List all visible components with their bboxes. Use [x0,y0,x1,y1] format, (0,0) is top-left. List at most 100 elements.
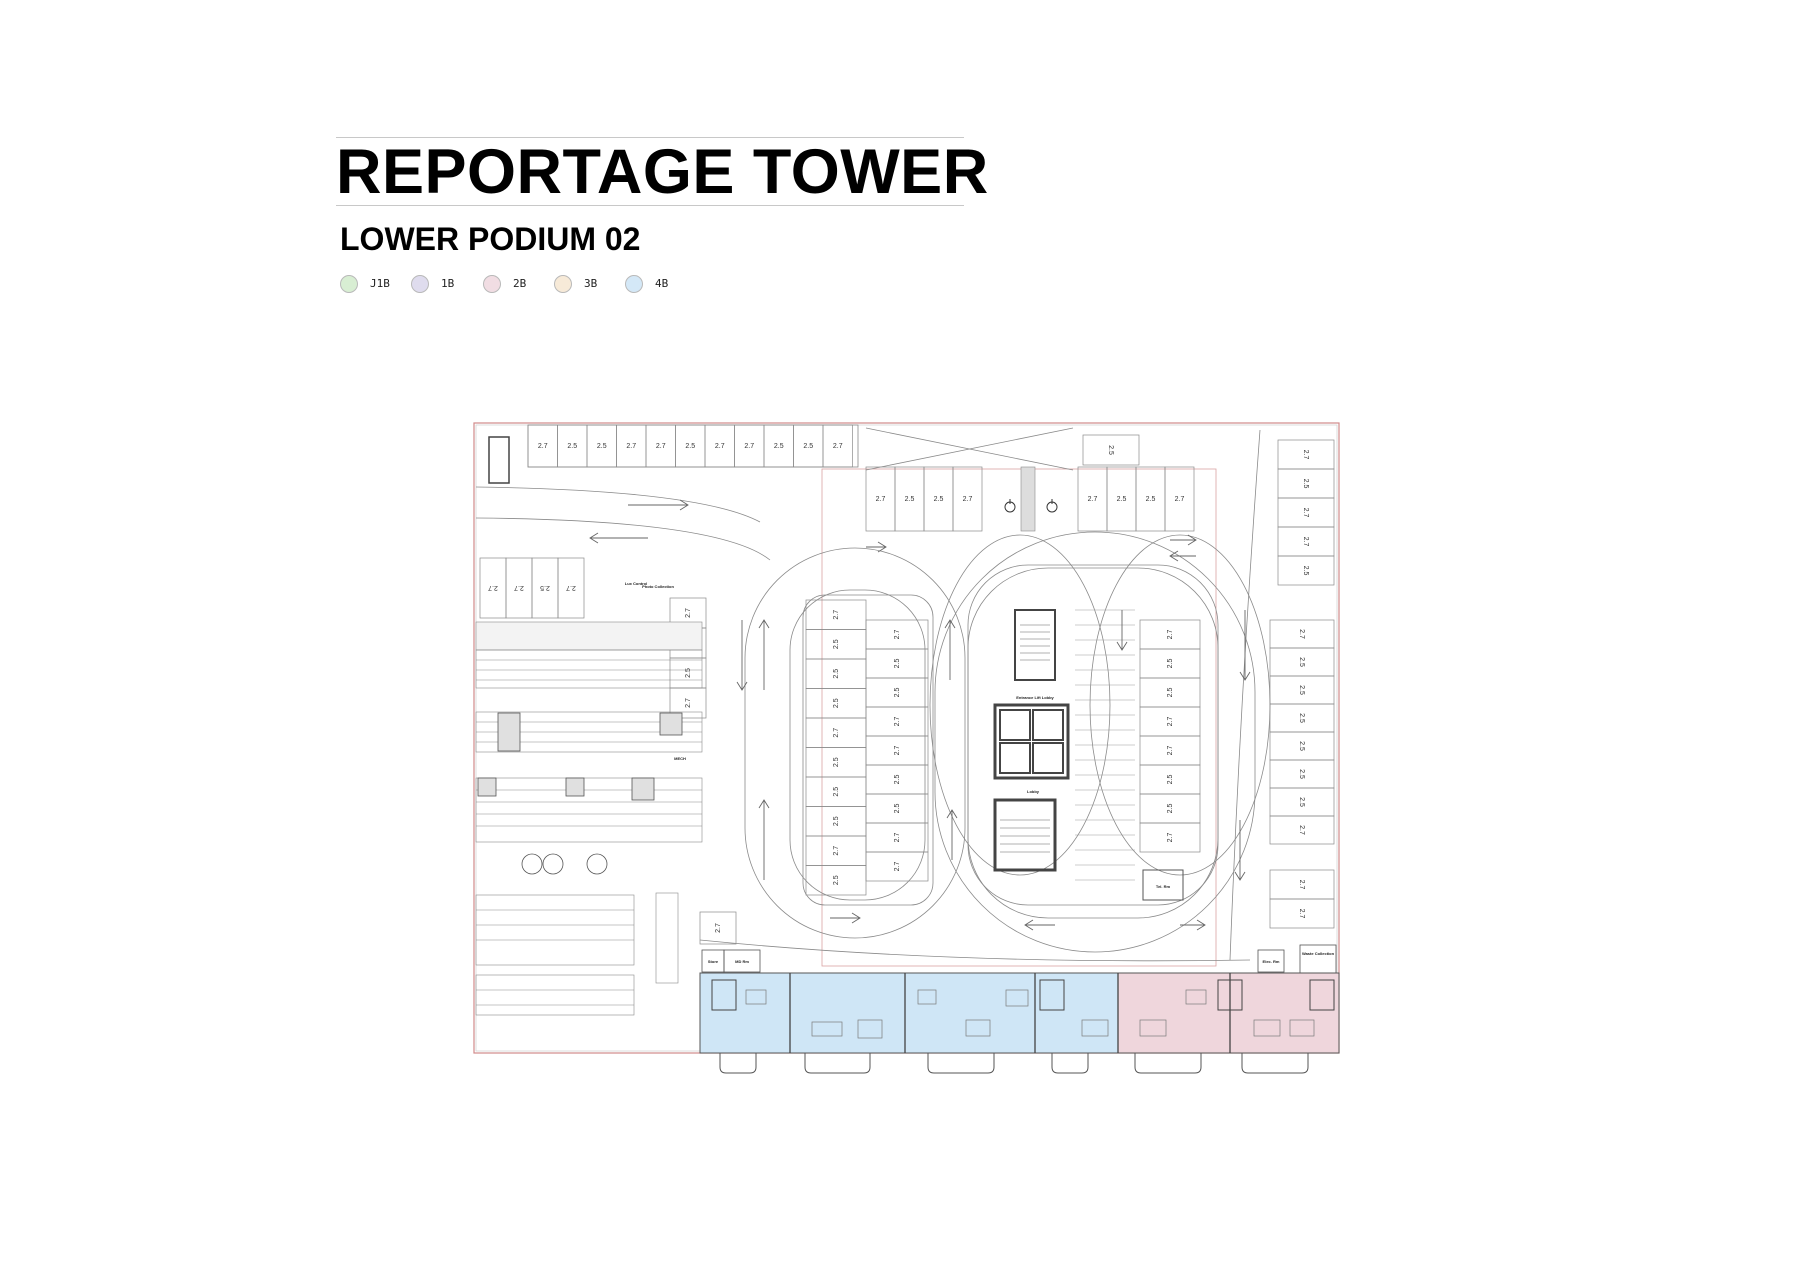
parking-bay-width-label: 2.5 [833,816,840,826]
legend-swatch-1b [411,275,429,293]
parking-bay-width-label: 2.7 [1298,880,1305,890]
legend-swatch-2b [483,275,501,293]
parking-bay-width-label: 2.7 [876,496,886,503]
parking-bay-width-label: 2.7 [833,443,843,450]
title-bottom-rule [336,205,964,206]
drive-circle-b [1089,534,1271,876]
ramp-hatching [1075,609,1135,881]
parking-island-left [802,594,934,906]
core-stair-bottom [993,798,1057,872]
legend-label-2b: 2B [513,277,527,290]
parking-bay-width-label: 2.7 [538,443,548,450]
inner-boundary [475,424,1338,1052]
parking-bay-width-label: 2.5 [1146,496,1156,503]
parking-bay-width-label: 2.5 [894,659,901,669]
parking-bay-width-label: 2.7 [1167,833,1174,843]
parking-bay-width-label: 2.7 [894,862,901,872]
ramp-curve-right [1229,429,1261,961]
parking-bay-width-label: 2.7 [514,584,524,591]
parking-bay-width-label: 2.7 [894,833,901,843]
parking-slots-core-right: 2.72.52.52.72.72.52.52.7 [1139,619,1201,853]
parking-slots-top-right: 2.5 [1082,434,1140,466]
parking-bay-width-label: 2.5 [833,757,840,767]
parking-bay-width-label: 2.7 [1167,746,1174,756]
parking-bay-width-label: 2.5 [894,775,901,785]
parking-bay-width-label: 2.7 [715,923,722,933]
left-landscape-zone [475,621,703,1016]
parking-bay [952,466,983,532]
label-lobby: Lobby [1027,789,1040,794]
ramp-curve-top [475,486,761,523]
stair-treads-bottom [1000,819,1050,853]
waste-collection-room [1299,944,1337,974]
parking-bay-width-label: 2.7 [1302,450,1309,460]
lift-shaft-1 [999,709,1031,741]
lift-shaft-4 [1032,742,1064,774]
parking-bay-width-label: 2.7 [566,584,576,591]
lift-core-wall [993,703,1070,780]
unit-4b-zone [700,973,1118,1053]
parking-slots-left-side: 2.72.72.52.7 [669,597,707,719]
md-room [723,949,761,973]
parking-bay-width-label: 2.7 [715,443,725,450]
parking-bay-width-label: 2.7 [894,717,901,727]
lift-shaft-3 [999,742,1031,774]
furniture-outlines [745,989,1315,1039]
parking-bay-width-label: 2.5 [833,875,840,885]
parking-bay-width-label: 2.5 [1107,445,1114,455]
lift-shaft-2 [1032,709,1064,741]
parking-slots-right-upper: 2.72.52.72.72.5 [1277,439,1335,586]
parking-slots-right-lower: 2.72.52.52.52.52.52.52.7 [1269,619,1335,845]
parking-slots-left-bottom: 2.7 [699,911,737,945]
parking-bay-width-label: 2.5 [905,496,915,503]
legend-swatch-4b [625,275,643,293]
legend-label-4b: 4B [655,277,669,290]
label-tel-rm: Tel. Rm [1156,884,1171,889]
drive-loop-inner-left [789,589,926,901]
parking-bay [1269,898,1335,929]
parking-bay-width-label: 2.5 [1298,685,1305,695]
legend-label-1b: 1B [441,277,455,290]
core-stair-top [1014,609,1056,681]
parking-bay [1164,466,1195,532]
parking-bay-width-label: 2.5 [803,443,813,450]
parking-bay-width-label: 2.5 [774,443,784,450]
parking-bay-width-label: 2.7 [1167,717,1174,727]
parking-bay-width-label: 2.5 [597,443,607,450]
parking-bay-width-label: 2.7 [1175,496,1185,503]
drive-circle-a [929,534,1111,876]
traffic-arrows [589,499,1251,931]
parking-bay-width-label: 2.5 [833,639,840,649]
apartment-stairs [711,979,1335,1011]
stair-treads-top [1020,624,1050,661]
page-subtitle: LOWER PODIUM 02 [340,221,641,257]
parking-bay-width-label: 2.5 [894,688,901,698]
parking-bay-width-label: 2.5 [567,443,577,450]
ramp-curve-bottom [699,939,1251,962]
parking-bay [1139,822,1201,853]
parking-bay-width-label: 2.7 [685,698,692,708]
parking-bay-width-label: 2.5 [1167,775,1174,785]
site-boundary [473,422,1340,1054]
title-top-rule [336,137,964,138]
parking-bay-width-label: 2.5 [1302,479,1309,489]
parking-bay-width-label: 2.5 [1117,496,1127,503]
parking-bay [1277,555,1335,586]
label-waste-collection: Waste Collection [1302,951,1335,956]
drive-loop-outer-core [934,531,1256,953]
parking-bay-width-label: 2.5 [1298,797,1305,807]
parking-bay-width-label: 2.7 [833,846,840,856]
ramp-curve-mid [475,517,771,561]
parking-bay-width-label: 2.5 [1167,804,1174,814]
parking-bay-width-label: 2.7 [1302,508,1309,518]
parking-bay-width-label: 2.5 [1298,657,1305,667]
ramp-line-top-2 [865,427,1074,471]
parking-bay-width-label: 2.7 [833,610,840,620]
page-title: REPORTAGE TOWER [336,137,989,207]
parking-bay-width-label: 2.5 [1167,688,1174,698]
parking-bay-width-label: 2.7 [833,728,840,738]
parking-bay [865,851,929,882]
